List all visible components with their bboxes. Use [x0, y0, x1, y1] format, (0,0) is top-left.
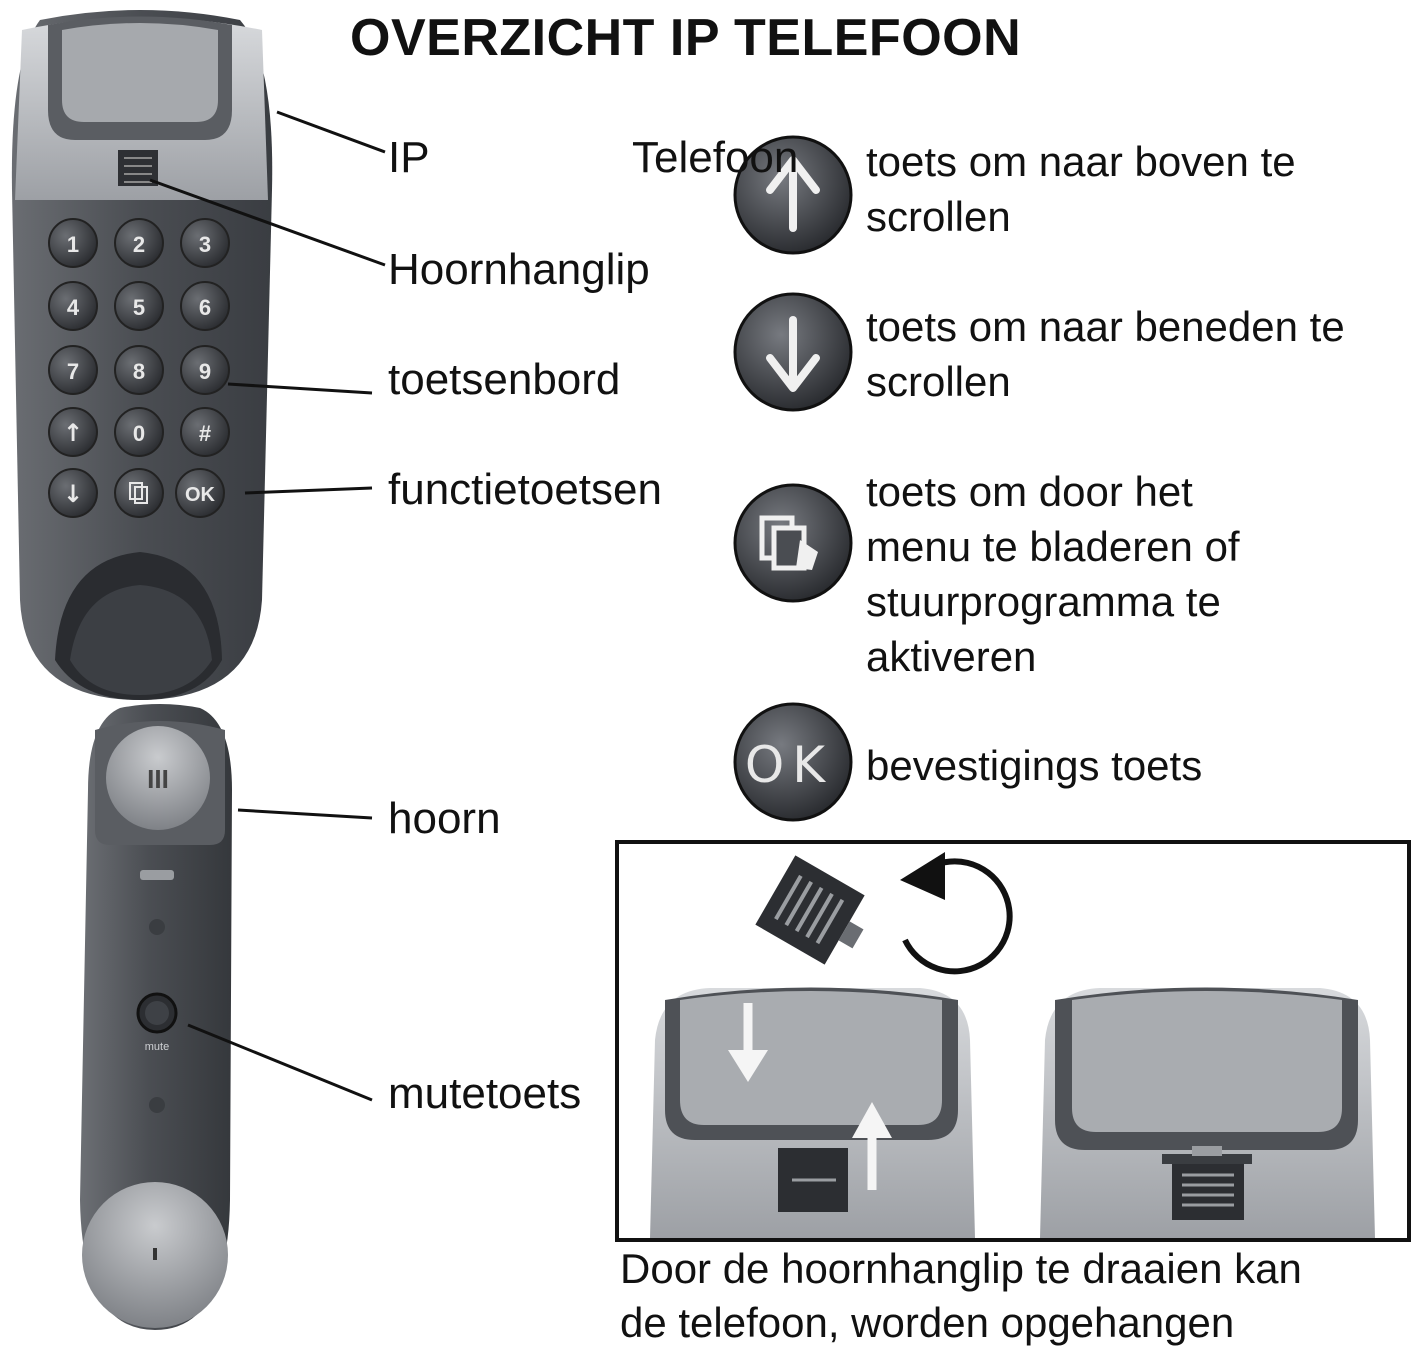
- label-telefoon: Telefoon: [632, 133, 799, 182]
- desc-line: scrollen: [866, 358, 1011, 405]
- key-label: OK: [185, 484, 216, 506]
- earpiece: [106, 726, 210, 830]
- page-title: OVERZICHT IP TELEFOON: [350, 9, 1022, 67]
- desc-line: toets om naar beneden te: [866, 303, 1345, 350]
- key-7[interactable]: 7: [48, 345, 98, 395]
- desc-line: toets om door het: [866, 468, 1193, 515]
- function-key-menu: [733, 483, 853, 603]
- hook-illustration: [615, 840, 1411, 1242]
- function-key-up: [733, 135, 853, 255]
- desc-ok: bevestigings toets: [866, 738, 1202, 793]
- key-label: 3: [199, 232, 211, 257]
- menu-icon: [129, 482, 148, 504]
- key-down[interactable]: ↓: [48, 468, 98, 518]
- key-3[interactable]: 3: [180, 218, 230, 268]
- key-5[interactable]: 5: [114, 281, 164, 331]
- handset-slot: [140, 870, 174, 880]
- desc-scroll-down: toets om naar beneden te scrollen: [866, 299, 1345, 409]
- key-label: #: [199, 421, 211, 446]
- function-key-down: [733, 292, 853, 412]
- label-toetsenbord: toetsenbord: [388, 355, 621, 404]
- arrow-down-icon: [728, 1003, 768, 1082]
- key-label: 4: [67, 295, 80, 320]
- label-hoorn: hoorn: [388, 794, 501, 843]
- cradle-before: [650, 987, 975, 1238]
- arrow-up-icon: ↑: [63, 419, 83, 447]
- key-label: 0: [133, 421, 145, 446]
- mute-button[interactable]: [136, 992, 178, 1034]
- desc-line: bevestigings toets: [866, 742, 1203, 789]
- rotated-clip-icon: [755, 855, 865, 965]
- key-hash[interactable]: #: [180, 407, 230, 457]
- key-1[interactable]: 1: [48, 218, 98, 268]
- desc-line: scrollen: [866, 193, 1011, 240]
- arrow-up-icon: [852, 1102, 892, 1190]
- key-4[interactable]: 4: [48, 281, 98, 331]
- key-label: 7: [67, 359, 79, 384]
- caption-line: de telefoon, worden opgehangen: [620, 1299, 1235, 1346]
- arrow-down-icon: [766, 316, 820, 392]
- caption-line: Door de hoornhanglip te draaien kan: [620, 1245, 1302, 1292]
- key-menu[interactable]: [114, 468, 164, 518]
- function-key-ok: OK: [733, 702, 853, 822]
- label-functietoetsen: functietoetsen: [388, 465, 662, 514]
- desc-scroll-up: toets om naar boven te scrollen: [866, 134, 1296, 244]
- cradle-after: [1040, 987, 1375, 1238]
- label-ip: IP: [388, 133, 430, 182]
- svg-text:III: III: [147, 764, 169, 794]
- key-ok[interactable]: OK: [175, 468, 225, 518]
- rotate-icon: [900, 852, 1013, 975]
- key-2[interactable]: 2: [114, 218, 164, 268]
- ok-icon: OK: [745, 736, 833, 794]
- handset: III mute: [80, 704, 232, 1330]
- desc-line: toets om naar boven te: [866, 138, 1296, 185]
- desc-line: aktiveren: [866, 633, 1037, 680]
- key-label: 6: [199, 295, 211, 320]
- key-label: 9: [199, 359, 211, 384]
- label-hoornhanglip: Hoornhanglip: [388, 245, 650, 294]
- menu-icon: [759, 515, 818, 571]
- key-label: 8: [133, 359, 145, 384]
- illustration-caption: Door de hoornhanglip te draaien kan de t…: [620, 1242, 1302, 1350]
- label-mutetoets: mutetoets: [388, 1069, 582, 1118]
- keypad: 1 2 3 4 5 6 7 8 9 ↑ 0 # ↓ OK: [48, 218, 230, 518]
- arrow-up-icon: [766, 156, 820, 232]
- key-6[interactable]: 6: [180, 281, 230, 331]
- desc-line: stuurprogramma te: [866, 578, 1221, 625]
- arrow-down-icon: ↓: [63, 480, 83, 508]
- key-0[interactable]: 0: [114, 407, 164, 457]
- key-label: 5: [133, 295, 145, 320]
- desc-line: menu te bladeren of: [866, 523, 1240, 570]
- leader-lines: [149, 110, 386, 1102]
- key-9[interactable]: 9: [180, 345, 230, 395]
- key-8[interactable]: 8: [114, 345, 164, 395]
- desc-menu: toets om door het menu te bladeren of st…: [866, 464, 1240, 684]
- mute-label: mute: [145, 1041, 169, 1053]
- key-label: 2: [133, 232, 145, 257]
- key-label: 1: [67, 232, 79, 257]
- key-up[interactable]: ↑: [48, 407, 98, 457]
